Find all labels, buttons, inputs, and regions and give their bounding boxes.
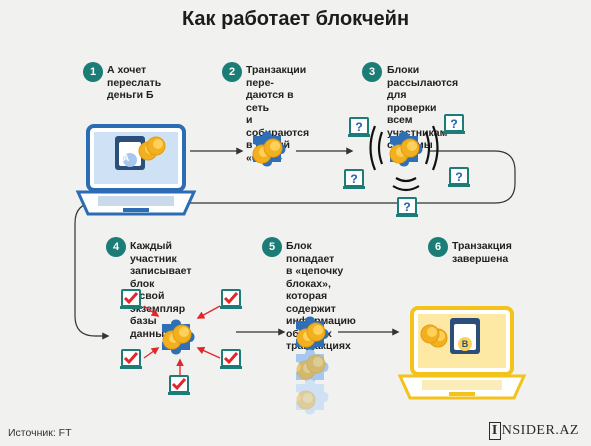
check-doc-icon [118,348,144,371]
question-mark: ? [455,170,462,184]
question-mark: ? [450,117,457,131]
step-number: 4 [106,237,126,257]
coin-icon [296,390,316,410]
question-doc-icon: ? [447,167,471,188]
step-number: 6 [428,237,448,257]
question-doc-icon: ? [347,117,371,138]
block-chain [296,316,329,415]
step-number: 2 [222,62,242,82]
question-doc-icon: ? [442,114,466,135]
page-title: Как работает блокчейн [181,8,410,30]
question-doc-icon: ? [342,169,366,190]
receiver-label: B [462,339,469,349]
check-doc-icon [166,374,192,397]
flow-connector [74,150,516,340]
step-text: Каждый участник записывает блок в свой э… [130,240,192,340]
source-note: Источник: FT [8,427,72,439]
question-mark: ? [355,120,362,134]
question-doc-icon: ? [395,197,419,218]
step-number: 1 [83,62,103,82]
step-number: 3 [362,62,382,82]
red-arrows [143,305,221,376]
check-doc-icon [118,288,144,311]
signal-waves [369,125,439,192]
brand-box: I [488,422,501,440]
question-mark: ? [403,200,410,214]
sender-label: A [123,153,130,163]
step-number: 5 [262,237,282,257]
wallet-icon [450,318,480,354]
check-doc-icon [218,348,244,371]
step-text: Транзакция завершена [452,240,512,265]
wallet-icon [115,136,145,170]
brand-text: NSIDER.AZ [501,423,579,438]
question-mark: ? [350,172,357,186]
check-doc-icon [218,288,244,311]
step-text: А хочет переслать деньги Б [107,64,162,101]
